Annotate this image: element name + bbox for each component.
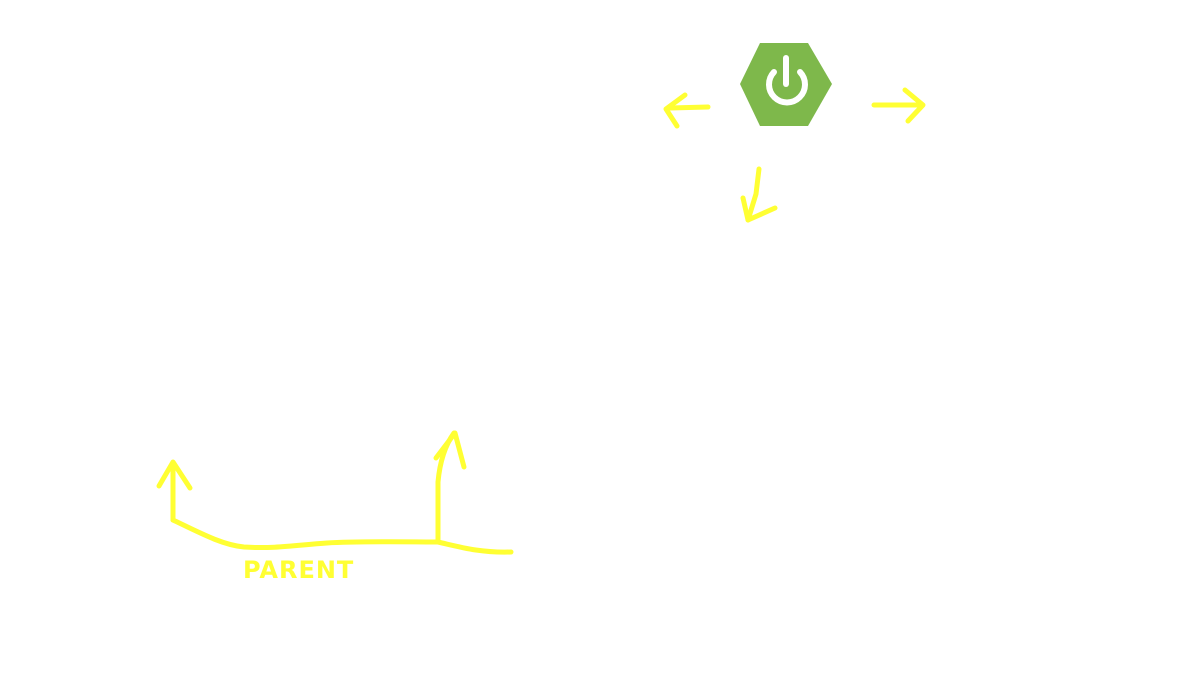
parent-left-arrow-head bbox=[156, 459, 193, 491]
parent-structure: PARENT bbox=[156, 430, 514, 584]
down-arrow bbox=[740, 166, 778, 223]
center-logo bbox=[740, 43, 832, 126]
parent-right-arrow-head bbox=[433, 430, 467, 470]
right-arrow bbox=[871, 87, 926, 124]
parent-label: PARENT bbox=[243, 556, 354, 584]
right-arrow-head bbox=[902, 87, 926, 124]
left-arrow bbox=[663, 92, 711, 129]
left-arrow-shaft bbox=[667, 104, 711, 111]
down-arrow-shaft bbox=[745, 166, 762, 223]
left-arrow-head bbox=[663, 92, 688, 129]
power-symbol-icon bbox=[766, 55, 808, 106]
power-ring bbox=[766, 69, 808, 106]
down-arrow-head bbox=[740, 195, 778, 223]
parent-baseline bbox=[170, 517, 514, 555]
